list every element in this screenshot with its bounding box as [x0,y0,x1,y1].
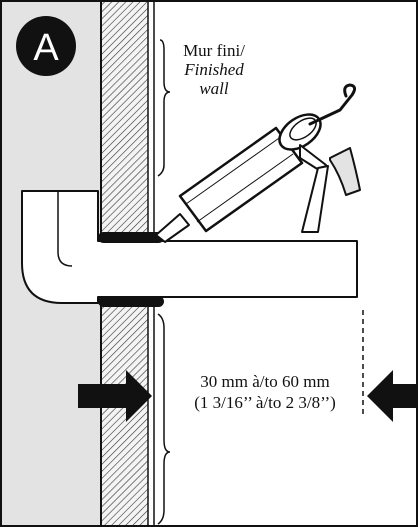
distance-imperial-label: (1 3/16’’ à/to 2 3/8’’) [194,393,336,412]
arrow-right-icon [78,370,152,422]
finished-wall-label-en-1: Finished [183,60,244,79]
elbow-pipe-icon [21,190,358,304]
wall-hatch-top [102,2,148,234]
caulk-bead-top [98,232,164,243]
finished-wall-bracket [157,39,171,177]
distance-bracket [157,313,171,525]
wall-hatch-bottom [102,304,148,525]
distance-metric-label: 30 mm à/to 60 mm [200,372,329,391]
caulking-gun-icon [155,83,361,243]
finished-wall-label-en-2: wall [199,79,229,98]
finished-wall-label-fr: Mur fini/ [183,41,245,60]
step-badge-letter: A [33,27,59,69]
arrow-left-icon [367,370,418,422]
caulk-bead-bottom [98,296,164,307]
step-badge: A [16,16,76,76]
